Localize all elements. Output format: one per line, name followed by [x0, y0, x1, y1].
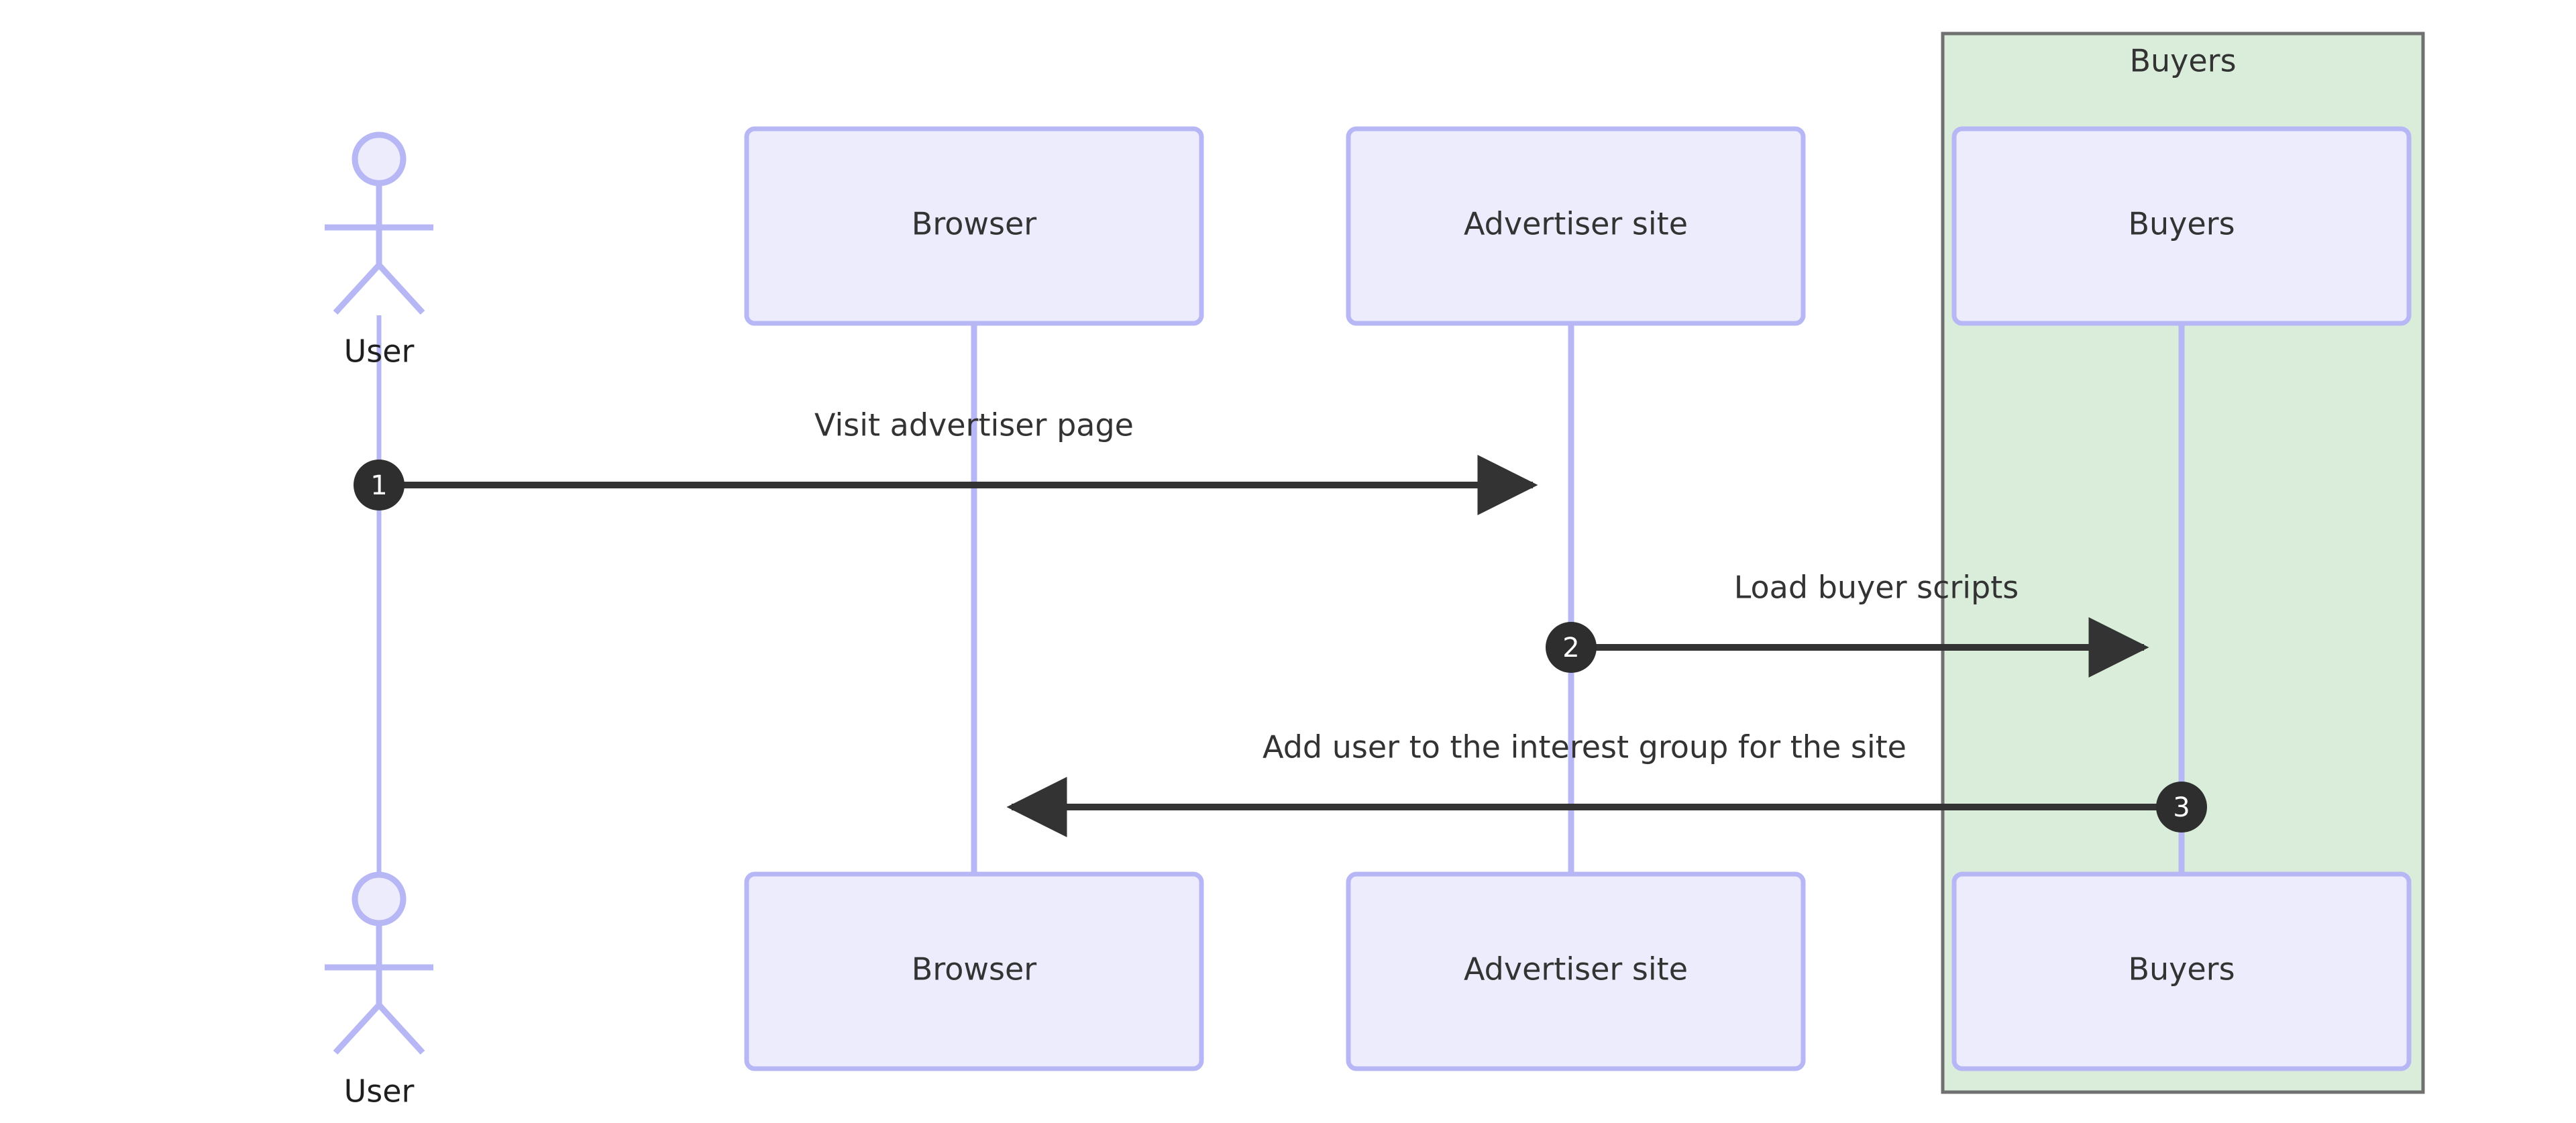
participant-rect — [1346, 871, 1806, 1071]
actor-leg-left-icon — [333, 1002, 382, 1055]
actor-leg-right-icon — [376, 1002, 425, 1055]
sequence-badge-3-circle — [2156, 782, 2207, 833]
participant-label-advertiser-site-top: Advertiser site — [1464, 206, 1688, 242]
actor-leg-left-icon — [333, 262, 382, 315]
participant-rect — [1951, 126, 2412, 326]
sequence-badge-2-label: 2 — [1562, 633, 1579, 663]
participant-rect — [1951, 871, 2412, 1071]
sequence-badge-2-circle — [1546, 622, 1597, 673]
participant-buyers-bottom[interactable]: Buyers — [1951, 871, 2412, 1071]
participant-advertiser-site-bottom[interactable]: Advertiser site — [1346, 871, 1806, 1071]
participant-label-buyers-bottom: Buyers — [2128, 951, 2235, 987]
actor-user-bottom[interactable]: User — [325, 871, 433, 1109]
participant-browser-bottom[interactable]: Browser — [744, 871, 1204, 1071]
lifelines — [376, 315, 2185, 899]
participant-advertiser-site-top[interactable]: Advertiser site — [1346, 126, 1806, 326]
message-3[interactable]: Add user to the interest group for the s… — [1006, 729, 2207, 837]
actor-user-top[interactable]: User — [325, 131, 433, 369]
message-label-1: Visit advertiser page — [814, 407, 1134, 443]
message-2[interactable]: Load buyer scripts 2 — [1546, 570, 2149, 678]
sequence-badge-1-label: 1 — [370, 470, 387, 501]
actor-label-user-bottom: User — [344, 1073, 415, 1109]
actor-head-icon — [352, 131, 407, 186]
actor-label-user-top: User — [344, 333, 415, 369]
participant-rect — [744, 871, 1204, 1071]
group-label-buyers: Buyers — [2129, 42, 2236, 78]
participant-rect — [744, 126, 1204, 326]
participant-buyers-top[interactable]: Buyers — [1951, 126, 2412, 326]
participant-browser-top[interactable]: Browser — [744, 126, 1204, 326]
actor-leg-right-icon — [376, 262, 425, 315]
sequence-badge-1-circle — [354, 460, 405, 511]
actor-head-icon — [352, 871, 407, 926]
participant-label-browser-bottom: Browser — [912, 951, 1036, 987]
participant-label-buyers-top: Buyers — [2128, 206, 2235, 242]
participant-label-browser-top: Browser — [912, 206, 1036, 242]
sequence-badge-3-label: 3 — [2173, 792, 2190, 823]
message-label-2: Load buyer scripts — [1734, 570, 2019, 606]
message-label-3: Add user to the interest group for the s… — [1263, 729, 1907, 765]
participant-rect — [1346, 126, 1806, 326]
participant-label-advertiser-site-bottom: Advertiser site — [1464, 951, 1688, 987]
message-1[interactable]: Visit advertiser page 1 — [354, 407, 1538, 515]
